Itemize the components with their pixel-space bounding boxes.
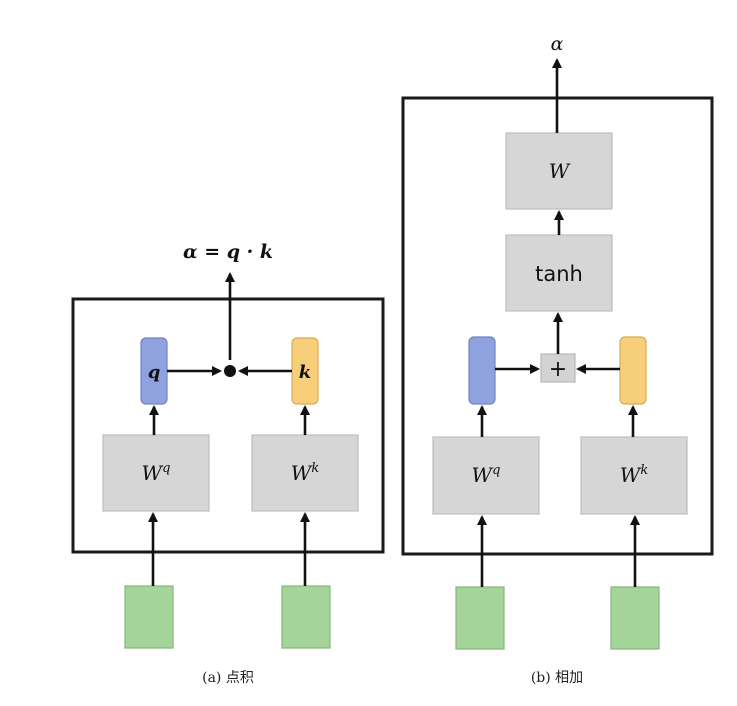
panel-a-frame — [71, 297, 385, 554]
panel-b-add-symbol: + — [549, 357, 567, 382]
panel-b-query-input — [455, 586, 505, 650]
panel-a-query-input — [124, 585, 174, 649]
panel-a-key-vector-label: k — [299, 362, 311, 383]
panel-a-key-matrix-label: Wk — [291, 461, 320, 485]
panel-a-query-matrix-label: Wq — [142, 461, 171, 485]
panel-b-key-matrix — [580, 436, 688, 515]
panel-b-add-operator — [540, 353, 576, 383]
panel-b-query-matrix-label: Wq — [472, 463, 501, 487]
panel-b-query-vector — [468, 336, 496, 405]
panel-b-tanh-label: tanh — [535, 262, 583, 286]
panel-b-caption: (b) 相加 — [531, 670, 583, 686]
panel-b-output-matrix — [505, 132, 613, 210]
panel-a-dot-operator — [224, 365, 236, 377]
panel-a-dot-product: α = q · k Wq Wk q k (a) 点积 — [71, 241, 385, 686]
panel-b-key-matrix-label: Wk — [620, 463, 649, 487]
panel-a-key-input — [281, 585, 331, 649]
panel-a-caption: (a) 点积 — [202, 670, 254, 686]
panel-b-output-matrix-label: W — [549, 159, 571, 183]
panel-b-tanh-layer — [505, 234, 613, 312]
panel-b-output-label: α — [551, 33, 564, 55]
panel-a-output-label: α = q · k — [183, 241, 273, 263]
panel-b-query-matrix — [432, 436, 540, 515]
panel-a-query-matrix — [102, 434, 210, 512]
panel-a-query-vector-label: q — [148, 362, 161, 383]
panel-b-additive: α W tanh + Wq Wk — [401, 33, 714, 686]
panel-b-key-input — [610, 586, 660, 650]
panel-b-key-vector — [619, 336, 647, 405]
